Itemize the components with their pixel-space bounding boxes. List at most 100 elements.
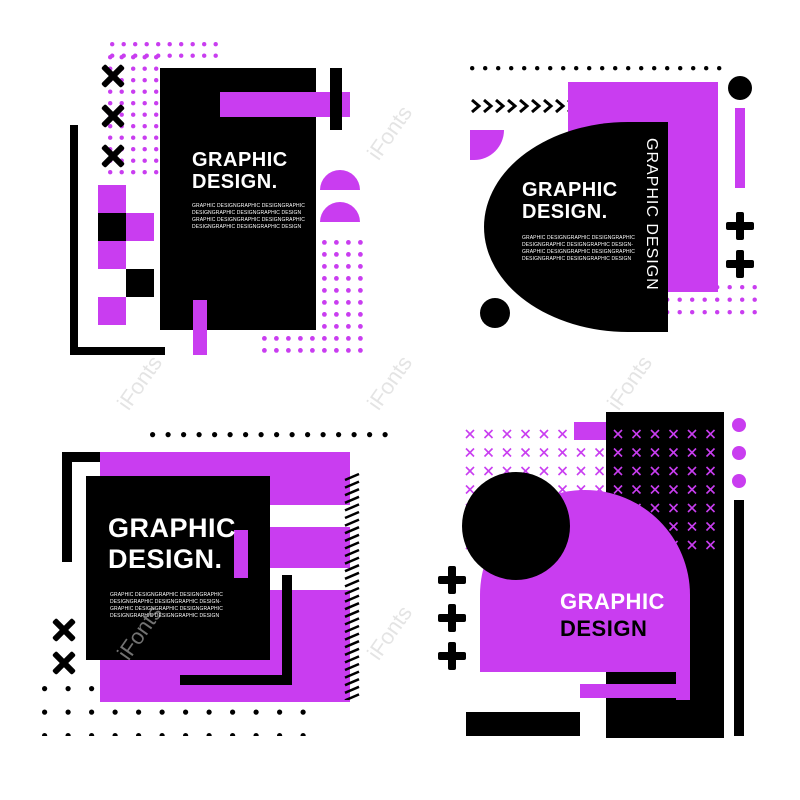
dot [243, 432, 249, 438]
checker-square [98, 297, 126, 325]
dot [358, 300, 363, 305]
dot [65, 709, 71, 715]
cross-icon [650, 484, 660, 495]
cross-icon [705, 429, 716, 439]
cross-icon [520, 447, 531, 458]
dot [358, 324, 363, 329]
dot [548, 66, 553, 71]
dot [131, 124, 136, 129]
hatch-line [344, 495, 360, 504]
dot [142, 135, 147, 140]
cross-icon [687, 521, 697, 532]
dot [196, 432, 202, 438]
magenta-bottom-bar [580, 684, 690, 698]
hatch-line [344, 655, 360, 664]
cross-icon [557, 429, 568, 439]
dot [89, 733, 95, 736]
dot [334, 240, 339, 245]
hatch-line [344, 510, 360, 520]
dot [165, 432, 171, 438]
hatch-line [344, 609, 360, 618]
dot [119, 170, 124, 175]
plus-icon [726, 212, 754, 240]
hatch-line [344, 533, 360, 542]
dot [358, 336, 363, 341]
body-text-line: GRAPHIC DESIGNGRAPHIC DESIGNGRAPHIC [110, 592, 223, 598]
dot [274, 432, 280, 438]
dot [131, 158, 136, 163]
dot [108, 135, 113, 140]
dot [110, 42, 115, 47]
dot [213, 42, 218, 47]
dot [108, 170, 113, 175]
dot [752, 285, 757, 290]
dot [42, 733, 48, 736]
dot [691, 66, 696, 71]
dot [136, 733, 142, 736]
dot [262, 348, 267, 353]
dot [142, 89, 147, 94]
body-text-line: DESIGNGRAPHIC DESIGNGRAPHIC DESIGN- [110, 599, 222, 605]
checker-square [126, 213, 154, 241]
dot [346, 312, 351, 317]
dot [131, 170, 136, 175]
magenta-bar [220, 92, 350, 117]
hatch-line [344, 526, 360, 535]
hatch-line [344, 640, 360, 649]
body-text-line: GRAPHIC DESIGNGRAPHIC DESIGNGRAPHIC [522, 249, 635, 255]
dot [150, 432, 156, 438]
corner-line-horizontal [70, 347, 165, 355]
body-text-line: DESIGNGRAPHIC DESIGNGRAPHIC DESIGN [522, 256, 632, 262]
dot [752, 297, 757, 302]
dot [613, 66, 618, 71]
dot [322, 324, 327, 329]
hatch-stripes [344, 472, 360, 700]
chevron-icon [543, 98, 554, 114]
dot [574, 66, 579, 71]
dot [561, 66, 566, 71]
small-vertical-bar [234, 530, 248, 578]
dot [300, 733, 306, 736]
cross-icon [687, 484, 697, 495]
dot [253, 709, 259, 715]
title-line-1: GRAPHIC [560, 589, 665, 614]
dot [346, 240, 351, 245]
dot [334, 252, 339, 257]
hatch-line [344, 693, 360, 700]
dot [286, 336, 291, 341]
dot [522, 66, 527, 71]
dot [154, 147, 159, 152]
dot [322, 348, 327, 353]
dot [89, 686, 95, 692]
hatch-line [344, 685, 360, 694]
dot [183, 733, 189, 736]
cross-icon [687, 447, 697, 458]
cross-icon [613, 447, 623, 458]
dot [334, 264, 339, 269]
dot [112, 733, 118, 736]
half-circle [320, 202, 360, 222]
dot [121, 42, 126, 47]
dot [212, 432, 218, 438]
dot [334, 324, 339, 329]
dot [274, 336, 279, 341]
dot [131, 101, 136, 106]
dot [167, 42, 172, 47]
title-line-2: DESIGN. [108, 544, 223, 574]
dot [181, 432, 187, 438]
dot [322, 264, 327, 269]
dot [310, 336, 315, 341]
cross-icon [465, 447, 475, 458]
dot [320, 432, 326, 438]
dot [119, 135, 124, 140]
dot [227, 432, 233, 438]
dot [298, 348, 303, 353]
body-text-line: GRAPHIC DESIGNGRAPHIC DESIGNGRAPHIC [192, 203, 305, 209]
cross-icon [705, 447, 716, 458]
checker-square [98, 213, 126, 241]
dot [704, 66, 709, 71]
dot [108, 55, 113, 60]
dot [131, 66, 136, 71]
dot-row-top [150, 432, 388, 438]
